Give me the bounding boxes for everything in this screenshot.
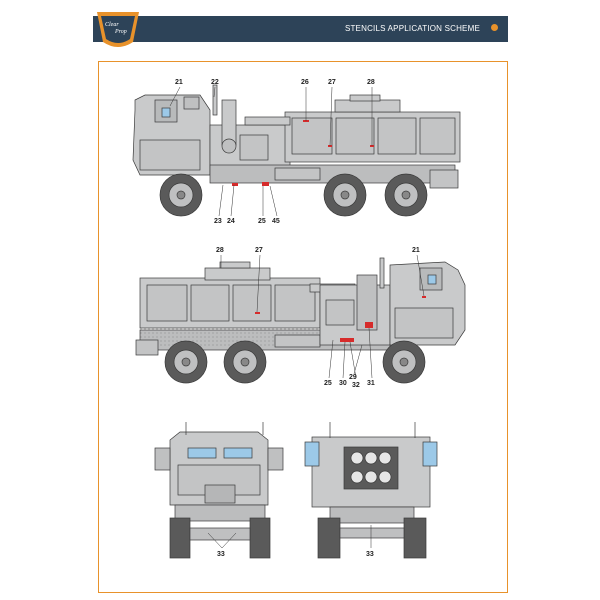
callout-30: 30: [339, 380, 347, 387]
callout-31: 31: [367, 380, 375, 387]
scheme-frame: [98, 61, 508, 593]
rear-view: [304, 422, 438, 559]
callout-33-rear: 33: [366, 551, 374, 558]
callout-24: 24: [227, 218, 235, 225]
callout-21: 21: [175, 79, 183, 86]
callout-22: 22: [211, 79, 219, 86]
svg-text:Prop: Prop: [114, 29, 127, 35]
brand-logo-icon: Clear Prop: [97, 12, 139, 47]
side-view-left: [132, 84, 461, 217]
svg-text:Clear: Clear: [105, 22, 119, 28]
callout-27: 27: [255, 247, 263, 254]
callout-25: 25: [258, 218, 266, 225]
side-view-right: [135, 257, 466, 384]
callout-23: 23: [214, 218, 222, 225]
gear-icon: [491, 24, 498, 31]
callout-33-front: 33: [217, 551, 225, 558]
callout-25: 25: [324, 380, 332, 387]
callout-32: 32: [352, 382, 360, 389]
callout-28: 28: [367, 79, 375, 86]
callout-29: 29: [349, 374, 357, 381]
callout-21: 21: [412, 247, 420, 254]
front-view: [154, 422, 284, 559]
page-title: STENCILS APPLICATION SCHEME: [344, 24, 480, 33]
callout-27: 27: [328, 79, 336, 86]
callout-28: 28: [216, 247, 224, 254]
callout-26: 26: [301, 79, 309, 86]
header-bar: STENCILS APPLICATION SCHEME: [93, 16, 508, 42]
callout-45: 45: [272, 218, 280, 225]
